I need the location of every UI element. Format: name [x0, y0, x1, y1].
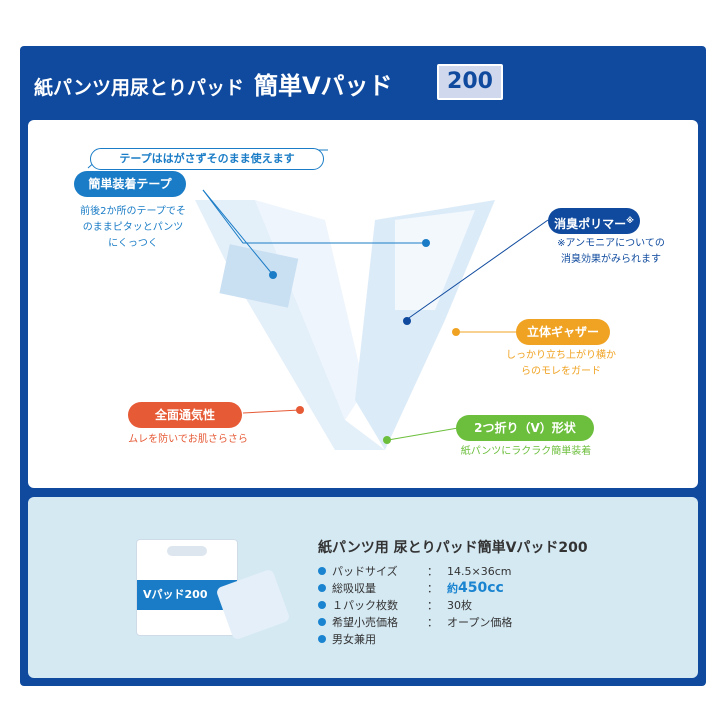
spec-value: 14.5×36cm: [447, 565, 512, 578]
tape-label: 簡単装着テープ: [74, 171, 186, 197]
tape-note: 前後2か所のテープでそのままピタッとパンツにくっつく: [80, 206, 186, 249]
spec-value: オープン価格: [447, 616, 513, 629]
polymer-label: 消臭ポリマー※: [548, 208, 640, 234]
spec-value-prefix: 約: [447, 582, 458, 595]
gather-label: 立体ギャザー: [516, 319, 610, 345]
pad-illustration: [195, 200, 495, 450]
polymer-dot: [403, 317, 411, 325]
spec-value: 450cc: [458, 580, 504, 596]
bullet-icon: [318, 618, 326, 626]
spec-item: 希望小売価格：オープン価格: [318, 614, 512, 631]
spec-key: 希望小売価格: [332, 616, 398, 629]
spec-item: パッドサイズ：14.5×36cm: [318, 563, 512, 580]
spec-key: パッドサイズ: [332, 565, 398, 578]
gather-note: しっかり立ち上がり横からのモレをガード: [506, 350, 616, 377]
badge-200: 200: [437, 64, 503, 100]
spec-key: 男女兼用: [332, 633, 376, 646]
spec-key: １パック枚数: [332, 599, 398, 612]
title-prefix: 紙パンツ用尿とりパッド: [34, 77, 244, 99]
polymer-label-text: 消臭ポリマー: [554, 217, 627, 231]
spec-item: 男女兼用: [318, 631, 512, 648]
fold-label: 2つ折り（V）形状: [456, 415, 594, 441]
breathable-label: 全面通気性: [128, 402, 242, 428]
tape-dot: [422, 239, 430, 247]
bullet-icon: [318, 567, 326, 575]
spec-item: １パック枚数：30枚: [318, 597, 512, 614]
breathable-note: ムレを防いでお肌さらさら: [128, 434, 248, 445]
bullet-icon: [318, 601, 326, 609]
fold-note: 紙パンツにラクラク簡単装着: [460, 446, 592, 457]
spec-item: 総吸収量：約450cc: [318, 580, 512, 597]
spec-list: パッドサイズ：14.5×36cm 総吸収量：約450cc １パック枚数：30枚 …: [318, 563, 512, 648]
tape-banner: テープははがさずそのまま使えます: [90, 148, 324, 170]
breathable-dot: [296, 406, 304, 414]
feature-panel: テープははがさずそのまま使えます 簡単装着テープ 前後2か所のテープでそのままピ…: [28, 120, 698, 488]
page-title: 紙パンツ用尿とりパッド簡単Vパッド: [34, 66, 393, 101]
bullet-icon: [318, 584, 326, 592]
spec-key: 総吸収量: [332, 582, 376, 595]
package-label: Vパッド200: [143, 588, 208, 601]
spec-value: 30枚: [447, 599, 472, 612]
product-name: 紙パンツ用 尿とりパッド簡単Vパッド200: [318, 540, 588, 556]
tape-dot-2: [269, 271, 277, 279]
bullet-icon: [318, 635, 326, 643]
polymer-note: ※アンモニアについての消臭効果がみられます: [557, 238, 665, 265]
fold-dot: [383, 436, 391, 444]
gather-dot: [452, 328, 460, 336]
product-panel: Vパッド200 紙パンツ用 尿とりパッド簡単Vパッド200: [28, 497, 698, 678]
polymer-mark: ※: [626, 216, 634, 225]
title-main: 簡単Vパッド: [253, 72, 393, 100]
